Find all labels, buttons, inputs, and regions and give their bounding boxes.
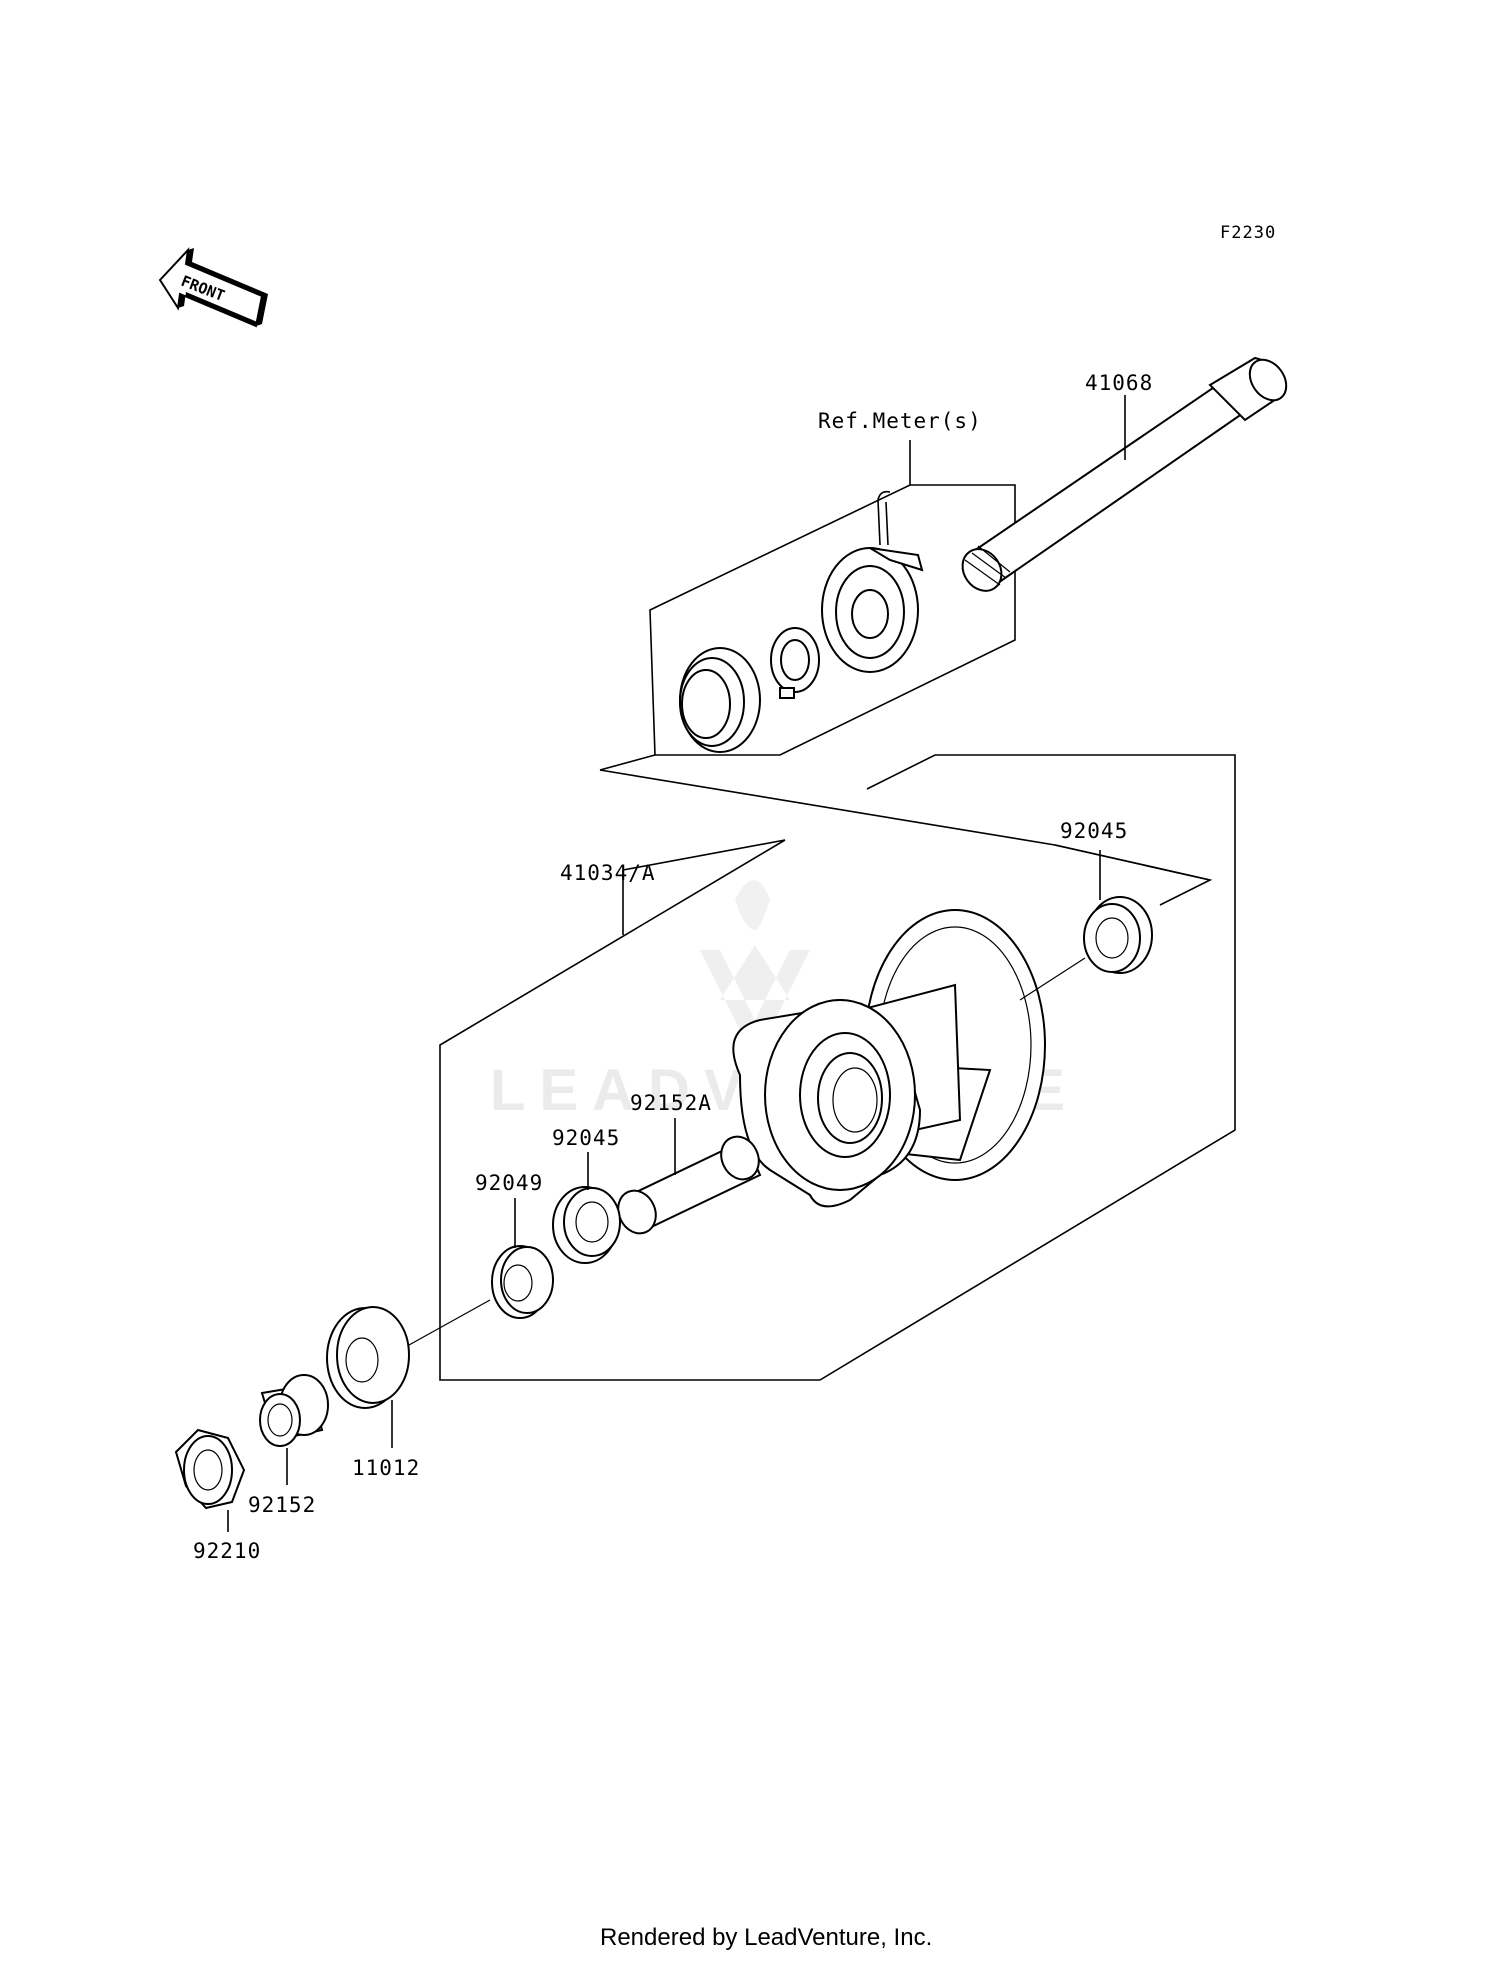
- spacer-92152a: 92152A: [617, 1091, 762, 1235]
- bearing-left: 92045: [552, 1126, 621, 1264]
- diagram-code: F2230: [1220, 223, 1276, 243]
- collar-plate-11012: 11012: [326, 1306, 420, 1480]
- part-number-92045-right: 92045: [1060, 819, 1128, 843]
- collar-92152: 92152: [248, 1374, 329, 1517]
- oil-seal-92049: 92049: [475, 1171, 554, 1319]
- ref-meter-label: Ref.Meter(s): [818, 409, 982, 433]
- part-number-92210: 92210: [193, 1539, 261, 1563]
- axle-41068: 41068: [961, 356, 1288, 592]
- meter-seal-ring: [679, 647, 761, 753]
- bearing-right: 92045: [1019, 819, 1153, 1001]
- part-number-41034a: 41034/A: [560, 861, 656, 885]
- assembly-axis: [399, 1299, 491, 1351]
- wheel-hub: [732, 909, 1046, 1208]
- part-number-41068: 41068: [1085, 371, 1153, 395]
- hub-assembly-frame: 41034/A: [439, 754, 1236, 1381]
- part-number-92049: 92049: [475, 1171, 543, 1195]
- ref-meter-group: Ref.Meter(s): [599, 409, 1016, 771]
- front-arrow-icon: FRONT: [158, 246, 268, 328]
- footer-credit: Rendered by LeadVenture, Inc.: [600, 1924, 932, 1951]
- meter-gear-housing: [821, 490, 924, 673]
- part-number-11012: 11012: [352, 1456, 420, 1480]
- axle-nut-92210: 92210: [174, 1428, 261, 1563]
- meter-drive-gear: [770, 627, 820, 699]
- part-number-92045-left: 92045: [552, 1126, 620, 1150]
- part-number-92152a: 92152A: [630, 1091, 712, 1115]
- part-number-92152: 92152: [248, 1493, 316, 1517]
